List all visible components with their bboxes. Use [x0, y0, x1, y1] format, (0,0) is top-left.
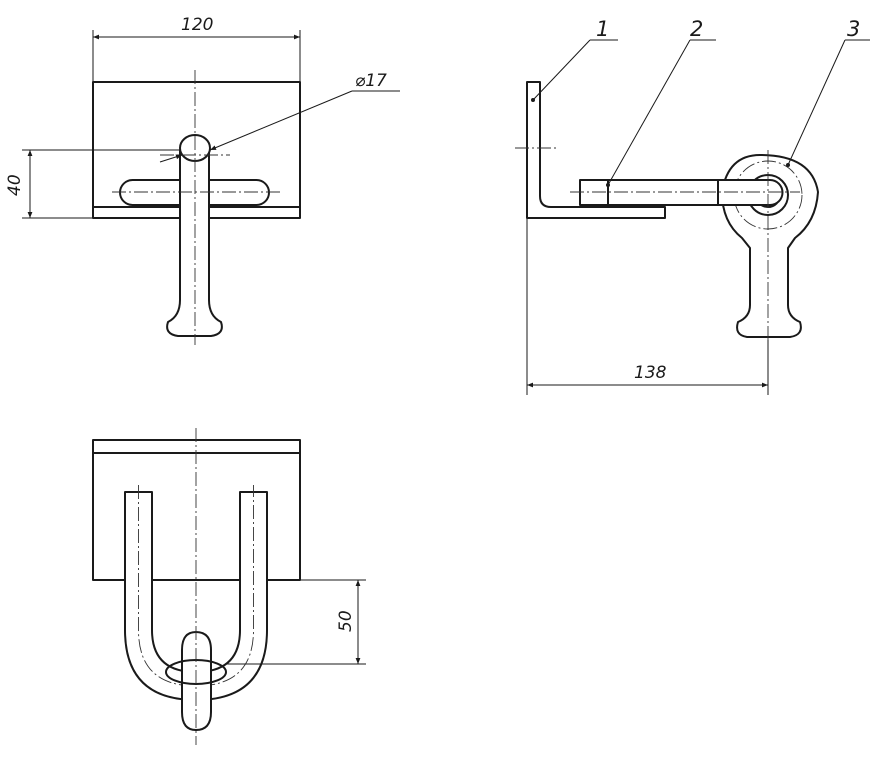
top-plate — [92, 439, 301, 581]
dimension-length-138: 138 — [526, 218, 769, 395]
dimension-height-50: 50 — [226, 579, 366, 665]
front-view — [92, 70, 301, 345]
position-label-2: 2 — [690, 17, 703, 41]
dimension-width-120: 120 — [92, 15, 301, 82]
dim-17-text: ⌀17 — [355, 71, 387, 91]
dim-138-text: 138 — [634, 363, 667, 383]
position-label-3: 3 — [847, 17, 860, 41]
position-leaders: 1 2 3 — [532, 17, 870, 186]
top-pin — [181, 631, 212, 731]
dim-50-text: 50 — [336, 610, 356, 632]
dimension-height-40: 40 — [5, 149, 180, 219]
dimension-diameter-17: ⌀17 — [159, 71, 400, 163]
dim-120-text: 120 — [181, 15, 213, 35]
position-label-1: 1 — [596, 17, 609, 41]
dim-40-text: 40 — [5, 174, 25, 196]
side-view — [515, 81, 819, 340]
top-u-bolt — [124, 491, 268, 701]
front-hook-shaft — [166, 149, 223, 337]
side-bracket — [526, 81, 666, 219]
top-view — [92, 428, 301, 745]
